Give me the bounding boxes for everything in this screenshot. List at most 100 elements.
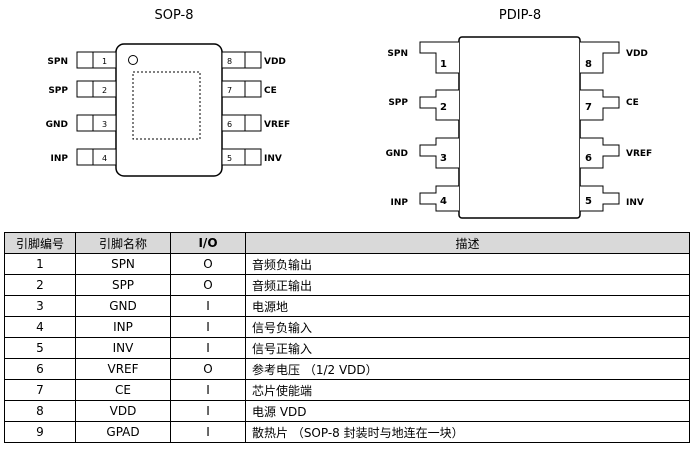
pdip8-pin-7-label: CE [626, 98, 639, 108]
table-row: 1 SPN O 音频负输出 [4, 253, 690, 275]
pdip8-pin-7-num: 7 [585, 102, 592, 113]
pin-number-cell: 9 [4, 421, 76, 443]
pin-desc-cell: 参考电压 （1/2 VDD） [245, 358, 690, 380]
pin-number-cell: 1 [4, 253, 76, 275]
sop8-title: SOP-8 [155, 8, 194, 23]
pin-number-cell: 3 [4, 295, 76, 317]
pin-io-cell: O [170, 358, 246, 380]
pdip8-pin-8-num: 8 [585, 59, 592, 70]
sop8-pin-5: 5 INV [221, 148, 282, 166]
pdip8-pin-3-num: 3 [440, 153, 447, 164]
sop8-pin-8-label: VDD [264, 57, 286, 67]
pin-io-cell: O [170, 253, 246, 275]
pin-desc-cell: 信号负输入 [245, 316, 690, 338]
pin-name-cell: VDD [75, 400, 171, 422]
pin-io-cell: I [170, 295, 246, 317]
pdip8-pin-3: 3 GND [386, 137, 459, 169]
table-row: 5 INV I 信号正输入 [4, 337, 690, 359]
pdip8-pin-5-label: INV [626, 198, 644, 208]
pin-number-cell: 8 [4, 400, 76, 422]
pin-name-cell: VREF [75, 358, 171, 380]
sop8-pin-3-num: 3 [102, 120, 107, 129]
sop8-pin-2-label: SPP [48, 86, 68, 96]
pin-io-cell: I [170, 400, 246, 422]
pdip8-pin-8-label: VDD [626, 49, 648, 59]
pin-number-cell: 4 [4, 316, 76, 338]
pdip8-pin-5: 5 INV [580, 185, 644, 212]
pin-io-cell: I [170, 316, 246, 338]
sop8-pin-4-num: 4 [102, 154, 107, 163]
sop8-pin-6: 6 VREF [221, 114, 290, 132]
pin-io-cell: I [170, 421, 246, 443]
sop8-pin-3-label: GND [46, 120, 68, 130]
sop8-pin-8: 8 VDD [221, 51, 286, 69]
pin-number-cell: 2 [4, 274, 76, 296]
sop8-pin1-marker [128, 55, 138, 65]
sop8-pin-8-num: 8 [227, 57, 232, 66]
pdip8-pin-2-label: SPP [388, 98, 408, 108]
pin-name-cell: CE [75, 379, 171, 401]
pin-io-cell: I [170, 337, 246, 359]
pdip8-pin-2-num: 2 [440, 102, 447, 113]
sop8-pin-4-label: INP [51, 154, 69, 164]
pdip8-pin-1-label: SPN [387, 49, 408, 59]
pdip8-pin-3-label: GND [386, 149, 408, 159]
pin-desc-cell: 散热片 （SOP-8 封装时与地连在一块） [245, 421, 690, 443]
pin-number-cell: 6 [4, 358, 76, 380]
pin-io-cell: O [170, 274, 246, 296]
pin-name-cell: GPAD [75, 421, 171, 443]
pdip8-pin-4-num: 4 [440, 196, 447, 207]
table-row: 3 GND I 电源地 [4, 295, 690, 317]
pdip8-pin-4: 4 INP [391, 185, 459, 212]
sop8-pin-3: 3 GND [46, 114, 117, 132]
pdip8-pin-6-label: VREF [626, 149, 652, 159]
pin-desc-cell: 芯片使能端 [245, 379, 690, 401]
pdip8-body [458, 36, 581, 219]
pin-name-cell: SPN [75, 253, 171, 275]
pdip8-pin-4-label: INP [391, 198, 409, 208]
sop8-pin-6-label: VREF [264, 120, 290, 130]
header-pin-number: 引脚编号 [4, 232, 76, 254]
sop8-pin-2-num: 2 [102, 86, 107, 95]
sop8-pin-6-num: 6 [227, 120, 232, 129]
table-row: 6 VREF O 参考电压 （1/2 VDD） [4, 358, 690, 380]
sop8-pin-4: 4 INP [51, 148, 117, 166]
table-row: 4 INP I 信号负输入 [4, 316, 690, 338]
sop8-package: SOP-8 1 SPN 2 SPP 3 GND 4 INP [46, 8, 290, 177]
pin-name-cell: INP [75, 316, 171, 338]
pin-desc-cell: 信号正输入 [245, 337, 690, 359]
sop8-thermal-pad [132, 71, 201, 140]
pin-number-cell: 7 [4, 379, 76, 401]
header-io: I/O [170, 232, 246, 254]
table-row: 7 CE I 芯片使能端 [4, 379, 690, 401]
pin-number-cell: 5 [4, 337, 76, 359]
table-header-row: 引脚编号 引脚名称 I/O 描述 [4, 232, 690, 254]
pdip8-pin-6-num: 6 [585, 153, 592, 164]
table-row: 9 GPAD I 散热片 （SOP-8 封装时与地连在一块） [4, 421, 690, 443]
sop8-pin-5-label: INV [264, 154, 282, 164]
sop8-pin-7-label: CE [264, 86, 277, 96]
sop8-pin-2: 2 SPP [48, 80, 117, 98]
pin-desc-cell: 音频负输出 [245, 253, 690, 275]
header-description: 描述 [245, 232, 690, 254]
sop8-body [115, 43, 223, 177]
pdip8-pin-8: 8 VDD [580, 41, 648, 74]
pdip8-pin-7: 7 CE [580, 89, 639, 121]
sop8-pin-7-num: 7 [227, 86, 232, 95]
package-diagrams: SOP-8 1 SPN 2 SPP 3 GND 4 INP [46, 8, 652, 219]
pin-io-cell: I [170, 379, 246, 401]
header-pin-name: 引脚名称 [75, 232, 171, 254]
pin-desc-cell: 音频正输出 [245, 274, 690, 296]
table-row: 2 SPP O 音频正输出 [4, 274, 690, 296]
table-row: 8 VDD I 电源 VDD [4, 400, 690, 422]
pin-description-table: 引脚编号 引脚名称 I/O 描述 1 SPN O 音频负输出 2 SPP O 音… [4, 232, 690, 443]
sop8-pin-7: 7 CE [221, 80, 277, 98]
pdip8-pin-1-num: 1 [440, 59, 447, 70]
pdip8-pin-5-num: 5 [585, 196, 592, 207]
pdip8-title: PDIP-8 [499, 8, 541, 23]
sop8-pin-1-num: 1 [102, 57, 107, 66]
sop8-pin-1: 1 SPN [47, 51, 117, 69]
pdip8-pin-1: 1 SPN [387, 41, 459, 74]
sop8-pin-5-num: 5 [227, 154, 232, 163]
pin-desc-cell: 电源 VDD [245, 400, 690, 422]
